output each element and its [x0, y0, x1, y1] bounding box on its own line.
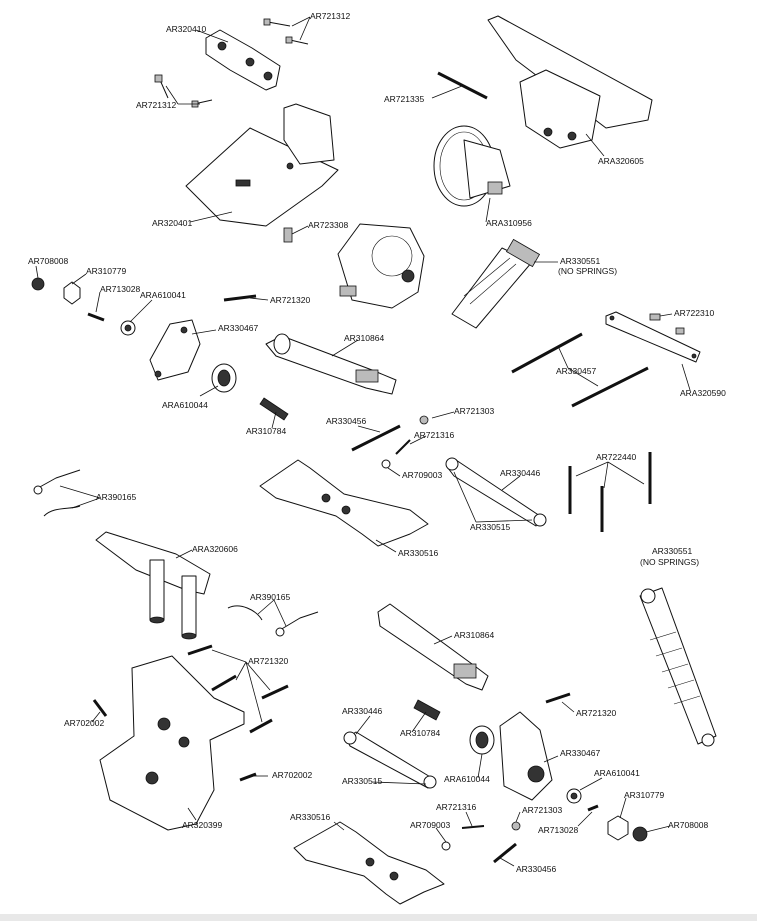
part-ar320401: [185, 103, 339, 227]
part-ar310864-shaft-top: [265, 333, 397, 395]
label-ara610041-a: ARA610041: [140, 290, 186, 300]
part-ar330467-knuckle-top: [149, 319, 201, 381]
part-ar330457-rods: [511, 332, 649, 408]
part-ar702002-b: [239, 772, 257, 782]
label-ar310864-b: AR310864: [454, 630, 494, 640]
label-ar702002-a: AR702002: [64, 718, 104, 728]
label-ar320401: AR320401: [152, 218, 192, 228]
label-ar330446-b: AR330446: [342, 706, 382, 716]
part-ar310784-top: [259, 397, 289, 421]
label-ar310784-b: AR310784: [400, 728, 440, 738]
label-ar721312-a: AR721312: [310, 11, 350, 21]
label-ar713028-a: AR713028: [100, 284, 140, 294]
label-ara320605: ARA320605: [598, 156, 644, 166]
bottom-border-strip: [0, 914, 757, 921]
label-ar721316-a: AR721316: [414, 430, 454, 440]
label-ara610041-b: ARA610041: [594, 768, 640, 778]
label-ar723308: AR723308: [308, 220, 348, 230]
label-ara320590: ARA320590: [680, 388, 726, 398]
part-ar721320-pins-b: [187, 644, 289, 734]
part-hub-hardware-top: [31, 277, 136, 336]
label-ar713028-b: AR713028: [538, 825, 578, 835]
label-ar721320-b: AR721320: [248, 656, 288, 666]
part-ar330516-arm-bottom: [293, 821, 445, 905]
part-ar330551-shock-top: [451, 238, 541, 329]
label-ar330515-a: AR330515: [470, 522, 510, 532]
label-ar708008-a: AR708008: [28, 256, 68, 266]
label-ar722440: AR722440: [596, 452, 636, 462]
part-labels: AR320410 AR721312 AR721312 AR721335 ARA3…: [28, 11, 726, 874]
label-ar709003-b: AR709003: [410, 820, 450, 830]
label-ar320399: AR320399: [182, 820, 222, 830]
label-ar721320-c: AR721320: [576, 708, 616, 718]
part-ar702002-a: [92, 699, 108, 717]
label-ara310956: ARA310956: [486, 218, 532, 228]
label-ar330456-b: AR330456: [516, 864, 556, 874]
part-ar330446-bottom: [343, 731, 437, 789]
label-ar330551-a: AR330551: [560, 256, 600, 266]
part-ar320399: [99, 655, 245, 831]
part-ara320605: [487, 15, 653, 149]
part-ar310784-bottom: [413, 699, 441, 721]
label-ar320410: AR320410: [166, 24, 206, 34]
part-ara320606: [95, 531, 211, 640]
label-ar310864-a: AR310864: [344, 333, 384, 343]
label-no-springs-b: (NO SPRINGS): [640, 557, 699, 567]
label-ar721316-b: AR721316: [436, 802, 476, 812]
label-ar721335: AR721335: [384, 94, 424, 104]
part-ar330456-pin-bottom: [493, 842, 517, 864]
label-ar310779-b: AR310779: [624, 790, 664, 800]
part-hinge-hardware-bottom: [441, 821, 521, 851]
label-ar709003-a: AR709003: [402, 470, 442, 480]
label-ar702002-b: AR702002: [272, 770, 312, 780]
part-ar330516-arm-top: [259, 459, 429, 547]
label-ar390165-a: AR390165: [96, 492, 136, 502]
label-ar721312-b: AR721312: [136, 100, 176, 110]
label-ar721303-a: AR721303: [454, 406, 494, 416]
label-ar330516-a: AR330516: [398, 548, 438, 558]
part-hub-hardware-bottom: [566, 788, 648, 842]
part-ar330467-knuckle-bottom: [499, 711, 553, 801]
part-hinge-hardware-top: [351, 415, 429, 469]
part-ar721320-pin-c: [545, 692, 571, 704]
label-ar722310: AR722310: [674, 308, 714, 318]
part-ar390165-bottom: [227, 605, 319, 637]
label-ar330516-b: AR330516: [290, 812, 330, 822]
part-ar390165-top: [33, 469, 81, 517]
label-ara610044-b: ARA610044: [444, 774, 490, 784]
label-ar330551-b: AR330551: [652, 546, 692, 556]
part-ar721320-pin-a: [223, 294, 257, 302]
label-ar330467-a: AR330467: [218, 323, 258, 333]
part-ara610044-top: [211, 363, 237, 393]
label-ara320606: ARA320606: [192, 544, 238, 554]
part-ara310956: [433, 125, 511, 207]
label-ar310779-a: AR310779: [86, 266, 126, 276]
part-ara610044-bottom: [469, 725, 495, 755]
label-ar721320-a: AR721320: [270, 295, 310, 305]
part-ar330446-top: [445, 457, 547, 527]
label-ar330457: AR330457: [556, 366, 596, 376]
label-ar708008-b: AR708008: [668, 820, 708, 830]
part-ar721335: [437, 71, 488, 100]
part-diff-housing: [337, 223, 425, 309]
part-ar722440-pins: [568, 452, 652, 532]
label-ar390165-b: AR390165: [250, 592, 290, 602]
part-ar723308: [283, 227, 293, 243]
part-ara320590: [605, 311, 701, 363]
label-ar330467-b: AR330467: [560, 748, 600, 758]
label-ar721303-b: AR721303: [522, 805, 562, 815]
label-ara610044-a: ARA610044: [162, 400, 208, 410]
label-ar310784-a: AR310784: [246, 426, 286, 436]
label-ar330456-a: AR330456: [326, 416, 366, 426]
label-ar330515-b: AR330515: [342, 776, 382, 786]
part-ar320410: [205, 29, 281, 91]
leader-lines: [35, 16, 691, 867]
label-no-springs-a: (NO SPRINGS): [558, 266, 617, 276]
part-ar330551-shock-bottom: [639, 587, 717, 747]
part-ar310864-shaft-bottom: [377, 603, 489, 691]
label-ar330446-a: AR330446: [500, 468, 540, 478]
